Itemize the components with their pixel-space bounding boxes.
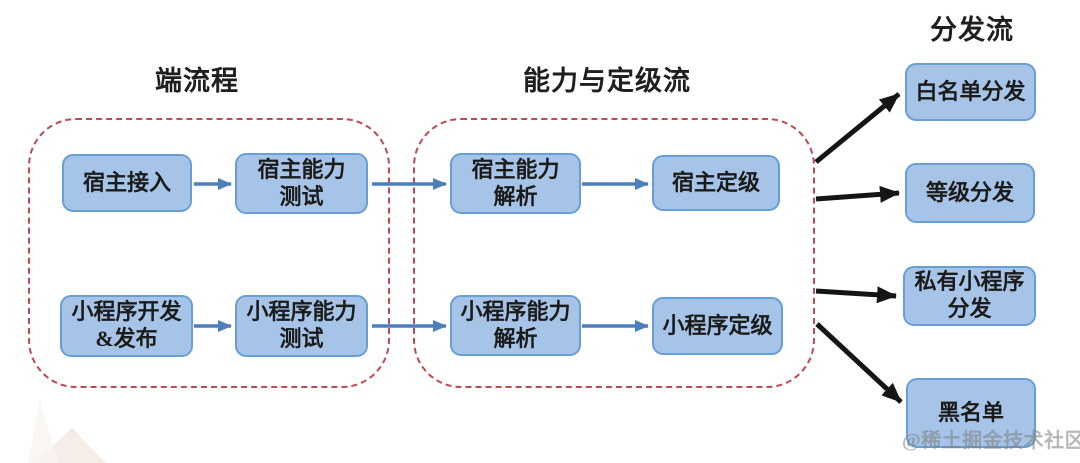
watermark: @稀土掘金技术社区 (902, 430, 1080, 452)
node-miniapp-grading: 小程序定级 (652, 297, 783, 355)
node-miniapp-capability-parse: 小程序能力 解析 (450, 295, 581, 356)
node-host-capability-test: 宿主能力 测试 (235, 153, 368, 214)
section-title-distribution-flow: 分发流 (930, 15, 1014, 45)
node-tier-distribution: 等级分发 (905, 163, 1035, 223)
section-title-client-flow: 端流程 (155, 66, 239, 96)
client-flow-group-border (28, 118, 390, 388)
arrow-to-tier-distribution (815, 185, 900, 203)
arrow-to-blacklist (815, 322, 903, 404)
node-miniapp-capability-test: 小程序能力 测试 (235, 295, 368, 357)
arrow-to-private-miniapp-distribution (815, 286, 897, 304)
grading-flow-group-border (413, 118, 815, 388)
node-private-miniapp-distribution: 私有小程序 分发 (903, 266, 1036, 326)
node-host-capability-parse: 宿主能力 解析 (450, 153, 581, 214)
arrow-to-whitelist-distribution (814, 92, 901, 164)
node-blacklist: 黑名单 (906, 378, 1036, 448)
node-host-access: 宿主接入 (62, 154, 192, 212)
node-host-grading: 宿主定级 (652, 155, 780, 211)
section-title-grading-flow: 能力与定级流 (523, 66, 691, 96)
node-whitelist-distribution: 白名单分发 (905, 63, 1036, 121)
node-miniapp-dev-publish: 小程序开发 &发布 (60, 295, 193, 357)
